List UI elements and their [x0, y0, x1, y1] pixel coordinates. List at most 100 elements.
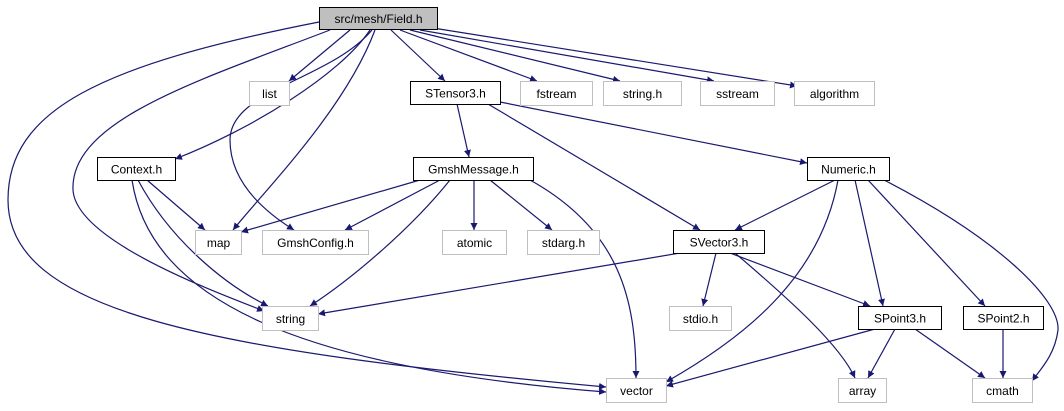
edge-line [729, 252, 871, 307]
edge-line [499, 101, 808, 166]
node-atomic: atomic [442, 230, 507, 255]
edge-line [734, 252, 856, 379]
edge-numeric-to-vector [665, 179, 839, 383]
node-label: SPoint3.h [874, 312, 926, 326]
edge-line [419, 29, 715, 84]
edge-field-to-fstream [399, 29, 538, 82]
node-label: Numeric.h [821, 163, 876, 177]
node-box [262, 306, 319, 331]
edge-field-to-stensor3 [390, 29, 446, 82]
edge-line [489, 179, 553, 231]
edge-field-to-algorithm [432, 27, 798, 89]
edge-line [867, 179, 986, 307]
node-stensor3[interactable]: STensor3.h [410, 81, 501, 105]
edge-spoint3-to-array [867, 328, 896, 379]
edge-svector3-to-spoint3 [729, 252, 871, 307]
node-label: stdarg.h [542, 236, 585, 250]
node-box [606, 378, 667, 403]
edge-field-to-string_h [409, 29, 621, 83]
node-box [673, 230, 765, 254]
edge-field-to-map [232, 29, 376, 231]
node-box [603, 81, 682, 106]
edge-line [409, 29, 621, 83]
node-context[interactable]: Context.h [97, 157, 176, 181]
edge-line [867, 328, 896, 379]
node-svector3[interactable]: SVector3.h [673, 230, 765, 254]
edge-line [399, 29, 538, 82]
node-cmath: cmath [972, 378, 1033, 403]
node-box [249, 81, 290, 106]
edge-line [288, 29, 351, 82]
edge-svector3-to-string [317, 252, 681, 317]
edge-gmshmessage-to-vector [529, 179, 640, 379]
node-box [262, 230, 369, 255]
edge-spoint3-to-vector [665, 328, 876, 388]
node-numeric[interactable]: Numeric.h [807, 157, 890, 181]
node-box [972, 378, 1033, 403]
node-box [669, 306, 732, 331]
node-label: list [262, 87, 277, 101]
edge-stensor3-to-numeric [499, 101, 808, 166]
edge-stensor3-to-svector3 [487, 103, 701, 231]
node-label: string.h [623, 87, 662, 101]
node-label: atomic [457, 236, 492, 250]
edge-line [487, 103, 701, 231]
node-fstream: fstream [520, 81, 593, 106]
node-vector: vector [606, 378, 667, 403]
node-label: algorithm [810, 87, 859, 101]
edge-gmshmessage-to-string [309, 179, 451, 307]
node-box [838, 378, 887, 403]
edge-gmshmessage-to-gmshconfig [344, 179, 441, 231]
node-box [410, 81, 501, 105]
edge-context-to-map [146, 179, 206, 231]
node-box [413, 157, 534, 181]
edge-line [309, 179, 451, 307]
edge-line [7, 21, 607, 390]
edge-field-to-string [72, 29, 331, 312]
node-string: string [262, 306, 319, 331]
edge-numeric-to-spoint3 [854, 179, 885, 307]
node-gmshmessage[interactable]: GmshMessage.h [413, 157, 534, 181]
edge-svector3-to-array [734, 252, 856, 379]
node-label: GmshMessage.h [428, 163, 519, 177]
node-box [319, 7, 438, 30]
node-list: list [249, 81, 290, 106]
node-stdarg: stdarg.h [527, 230, 600, 255]
edge-line [137, 179, 269, 307]
edge-line [701, 252, 717, 307]
node-label: array [849, 384, 876, 398]
edge-gmshmessage-to-stdarg [489, 179, 553, 231]
edge-line [146, 179, 206, 231]
node-label: GmshConfig.h [277, 236, 354, 250]
edge-line [665, 179, 839, 383]
node-label: Context.h [111, 163, 162, 177]
edge-svector3-to-stdio [701, 252, 717, 307]
node-box [527, 230, 600, 255]
node-label: cmath [986, 384, 1019, 398]
node-sstream: sstream [700, 81, 775, 106]
edge-line [854, 179, 885, 307]
node-spoint3[interactable]: SPoint3.h [858, 306, 942, 330]
edge-field-to-sstream [419, 29, 715, 84]
edge-line [72, 29, 331, 312]
edge-line [240, 179, 421, 234]
edge-line [344, 179, 441, 231]
edge-spoint3-to-cmath [914, 328, 986, 379]
node-box [195, 230, 242, 255]
edge-line [914, 328, 986, 379]
node-gmshconfig: GmshConfig.h [262, 230, 369, 255]
node-algorithm: algorithm [794, 81, 875, 106]
node-box [807, 157, 890, 181]
node-field[interactable]: src/mesh/Field.h [319, 7, 438, 30]
edge-field-to-vector [7, 21, 607, 390]
edge-field-to-list [288, 29, 351, 82]
node-string_h: string.h [603, 81, 682, 106]
node-spoint2[interactable]: SPoint2.h [963, 306, 1044, 330]
node-stdio: stdio.h [669, 306, 732, 331]
edge-line [131, 179, 607, 395]
edge-line [734, 179, 836, 231]
edge-line [432, 27, 798, 89]
node-label: stdio.h [683, 312, 718, 326]
node-label: string [276, 312, 305, 326]
